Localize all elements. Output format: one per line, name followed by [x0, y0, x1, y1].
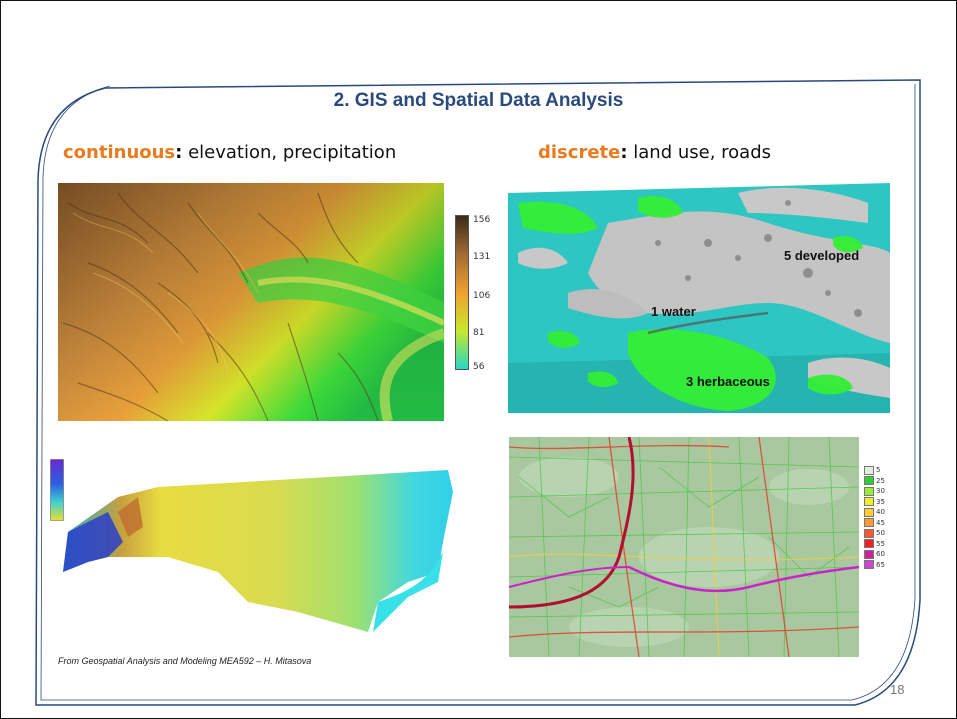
discrete-header: discrete: land use, roads [538, 142, 771, 163]
roads-legend-label: 30 [876, 487, 885, 496]
roads-legend-label: 55 [876, 539, 885, 548]
roads-legend-label: 35 [876, 497, 885, 506]
elevation-legend-bar [455, 215, 469, 370]
roads-legend-swatch [864, 528, 874, 538]
roads-legend-label: 25 [876, 476, 885, 485]
landuse-label-herbaceous: 3 herbaceous [686, 374, 770, 389]
roads-legend-label: 60 [876, 550, 885, 559]
precipitation-legend [50, 459, 64, 521]
roads-legend-row: 25 [864, 476, 894, 487]
slide-title: 2. GIS and Spatial Data Analysis [333, 90, 624, 111]
roads-legend-row: 60 [864, 549, 894, 560]
roads-legend-label: 40 [876, 508, 885, 517]
continuous-keyword: continuous [63, 142, 176, 163]
discrete-colon: : [620, 142, 628, 163]
elevation-legend-label: 156 [473, 215, 491, 225]
roads-legend-swatch [864, 486, 874, 496]
roads-legend-swatch [864, 476, 874, 486]
roads-legend-row: 35 [864, 497, 894, 508]
landuse-label-developed: 5 developed [784, 248, 860, 263]
roads-legend-swatch [864, 539, 874, 549]
roads-legend-swatch [864, 507, 874, 517]
roads-legend-label: 5 [876, 466, 881, 475]
roads-legend-swatch [864, 497, 874, 507]
roads-legend-row: 5 [864, 465, 894, 476]
source-credit: From Geospatial Analysis and Modeling ME… [58, 656, 312, 666]
roads-legend: 5 25 30 35 40 45 50 55 60 65 [864, 465, 894, 570]
discrete-keyword: discrete [538, 142, 621, 163]
roads-legend-label: 50 [876, 529, 885, 538]
roads-legend-label: 65 [876, 560, 885, 569]
roads-legend-swatch [864, 465, 874, 475]
continuous-header: continuous: elevation, precipitation [63, 142, 396, 163]
elevation-legend-label: 131 [473, 252, 491, 262]
landuse-map: 5 developed 1 water 3 herbaceous [508, 183, 890, 413]
roads-map [509, 437, 859, 657]
discrete-text: land use, roads [627, 142, 772, 163]
page-number: 18 [890, 682, 905, 697]
continuous-text: elevation, precipitation [182, 142, 397, 163]
elevation-legend-label: 56 [473, 362, 485, 372]
elevation-legend: 156 131 106 81 56 [455, 215, 490, 375]
elevation-legend-label: 81 [473, 328, 485, 338]
roads-legend-row: 45 [864, 518, 894, 529]
roads-legend-row: 50 [864, 528, 894, 539]
elevation-map [58, 183, 444, 421]
continuous-colon: : [175, 142, 183, 163]
precipitation-map [48, 452, 468, 642]
elevation-legend-label: 106 [473, 291, 491, 301]
roads-legend-row: 30 [864, 486, 894, 497]
roads-legend-swatch [864, 549, 874, 559]
roads-legend-row: 40 [864, 507, 894, 518]
roads-legend-row: 65 [864, 560, 894, 571]
roads-legend-swatch [864, 518, 874, 528]
roads-legend-swatch [864, 560, 874, 570]
landuse-label-water: 1 water [651, 304, 696, 319]
roads-legend-row: 55 [864, 539, 894, 550]
roads-legend-label: 45 [876, 518, 885, 527]
